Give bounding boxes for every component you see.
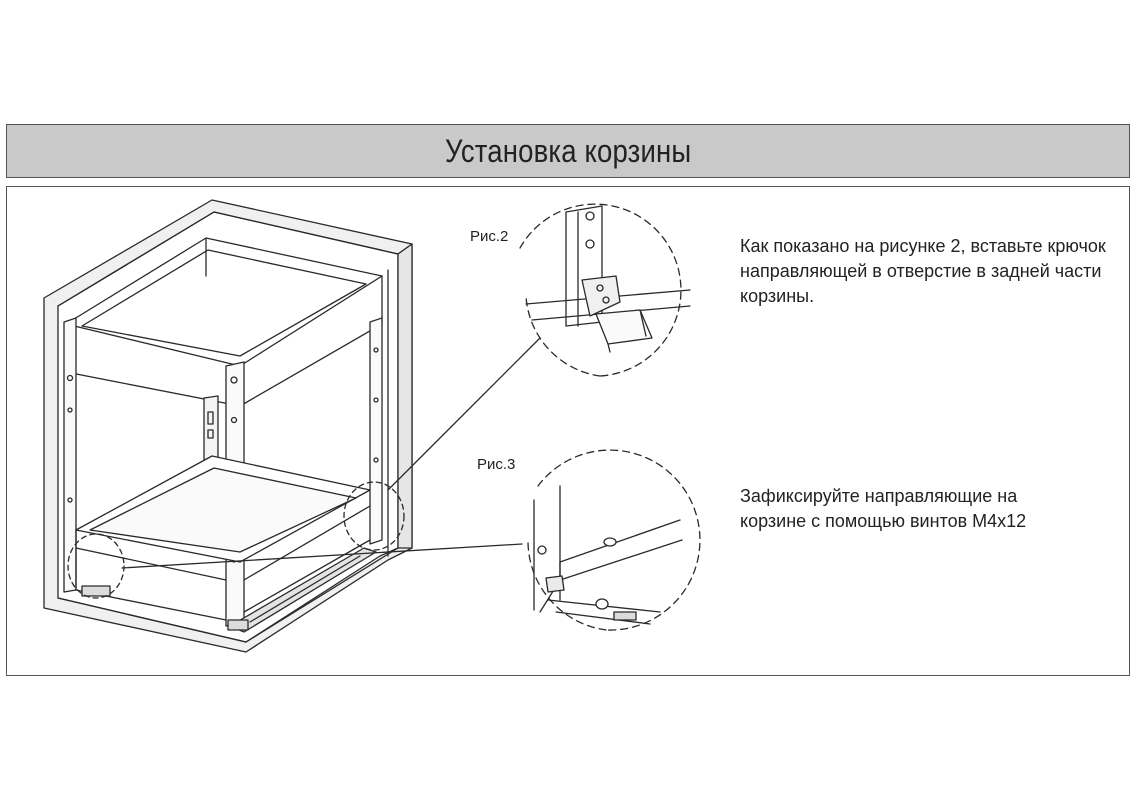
fig3-label: Рис.3 xyxy=(477,456,516,473)
basket-drawing xyxy=(63,237,541,633)
page-title: Установка корзины xyxy=(444,132,692,169)
fig2-label: Рис.2 xyxy=(470,228,509,245)
fig3-detail xyxy=(527,449,701,631)
instruction-step-2: Зафиксируйте направляющие на корзине с п… xyxy=(740,486,1027,531)
title-bar: Установка корзины xyxy=(6,124,1130,178)
instruction-step-1: Как показано на рисунке 2, вставьте крюч… xyxy=(740,236,1106,306)
fig2-detail xyxy=(519,203,691,377)
